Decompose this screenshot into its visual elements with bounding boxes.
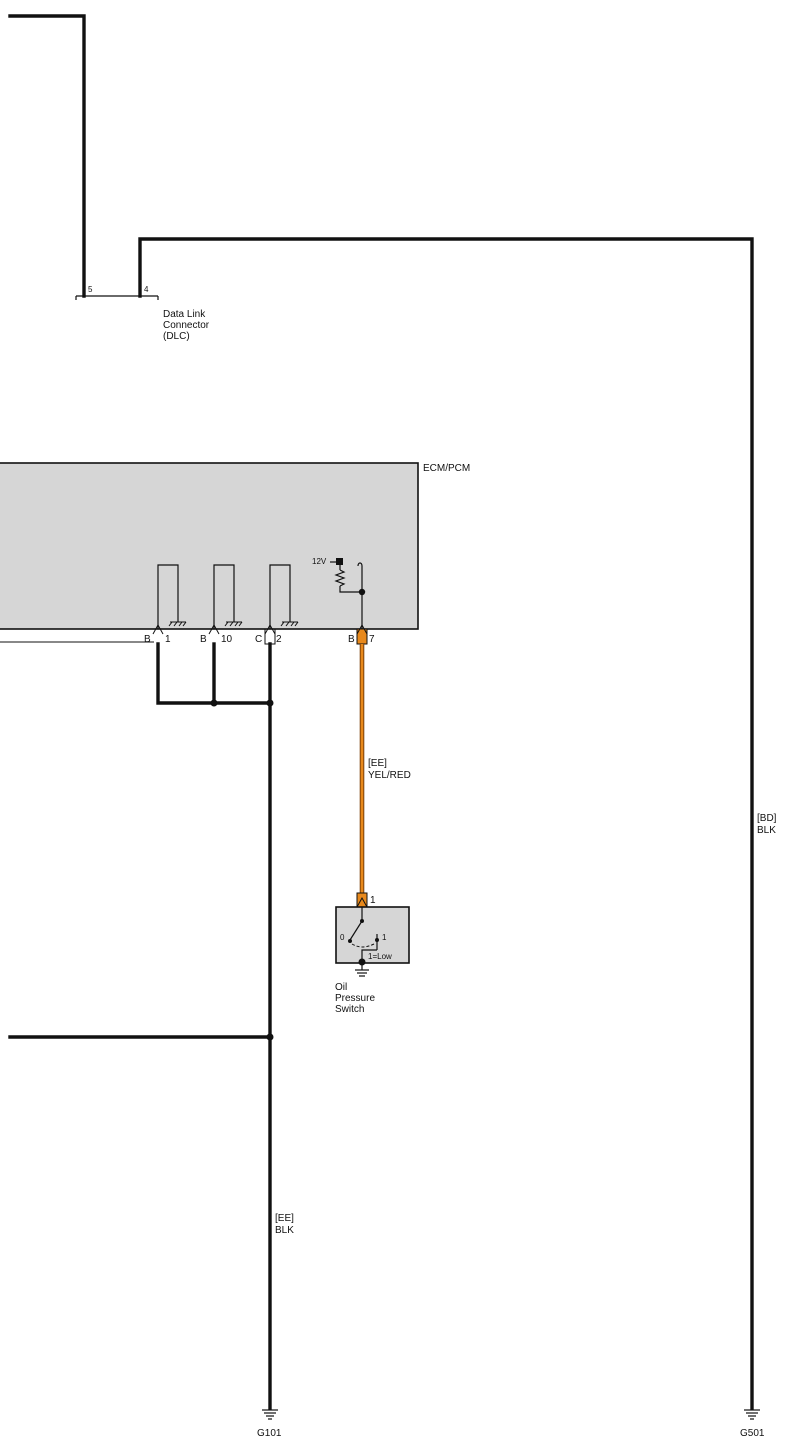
dlc-pin-5: 5 (88, 285, 93, 294)
ecm-ground-wires (156, 642, 274, 1410)
dlc-ground-wire-code: [BD] (757, 813, 777, 824)
oil-pressure-signal-wire: [EE] YEL/RED (359, 644, 411, 893)
ecm-pin-number-3: 2 (276, 634, 282, 645)
dlc-label-line1: Data Link (163, 309, 206, 320)
data-link-connector: 5 4 Data Link Connector (DLC) (75, 285, 210, 342)
dlc-ground-wire-label: [BD] BLK (757, 813, 777, 836)
ecm-pullup-circuit: 12V (312, 557, 366, 629)
ecm-pin-connector-1: B (144, 634, 151, 645)
ecm-pin-number-4: 7 (369, 634, 375, 645)
ecm-pin-labels: B 1 B 10 C 2 B 7 (144, 634, 375, 645)
oil-pressure-switch: 1 0 1 1=Low Oil Pressure Switch (335, 892, 410, 1015)
ecm-pin-connector-3: C (255, 634, 262, 645)
ground-g101-icon (262, 1409, 278, 1420)
oil-switch-label-line1: Oil (335, 982, 347, 993)
ecm-ground-wire-label: [EE] BLK (275, 1213, 294, 1236)
ecm-supply-label: 12V (312, 557, 327, 566)
oil-switch-ground-icon (355, 965, 369, 977)
ecm-internal-ground-1 (157, 564, 187, 629)
oil-switch-pin: 1 (370, 895, 376, 906)
ecm-pin-connector-4: B (348, 634, 355, 645)
signal-wire-code: [EE] (368, 758, 387, 769)
dlc-wire-pin4 (138, 237, 754, 1410)
oil-switch-label-line3: Switch (335, 1004, 364, 1015)
dlc-label-line2: Connector (163, 320, 210, 331)
ecm-pin-terminals (152, 623, 368, 645)
ecm-label: ECM/PCM (423, 463, 470, 474)
ecm-internal-ground-2 (213, 564, 243, 629)
dlc-label-line3: (DLC) (163, 331, 190, 342)
ground-g501-icon (744, 1409, 760, 1420)
ecm-pin-number-2: 10 (221, 634, 233, 645)
dlc-pin-4: 4 (144, 285, 149, 294)
ecm-ground-wire-code: [EE] (275, 1213, 294, 1224)
ecm-module: ECM/PCM 12V (0, 462, 470, 645)
oil-switch-state-0: 0 (340, 933, 345, 942)
signal-wire-color: YEL/RED (368, 770, 411, 781)
ground-g101-label: G101 (257, 1428, 282, 1439)
dlc-wire-pin5 (8, 14, 86, 298)
ecm-pin-number-1: 1 (165, 634, 171, 645)
ecm-internal-ground-3 (269, 564, 299, 629)
ground-g501-label: G501 (740, 1428, 765, 1439)
ecm-pin-connector-2: B (200, 634, 207, 645)
oil-switch-legend: 1=Low (368, 952, 392, 961)
ecm-ground-wire-color: BLK (275, 1225, 294, 1236)
oil-switch-state-1: 1 (382, 933, 387, 942)
oil-switch-label-line2: Pressure (335, 993, 375, 1004)
left-ground-wire (8, 1033, 274, 1041)
dlc-ground-wire-color: BLK (757, 825, 776, 836)
